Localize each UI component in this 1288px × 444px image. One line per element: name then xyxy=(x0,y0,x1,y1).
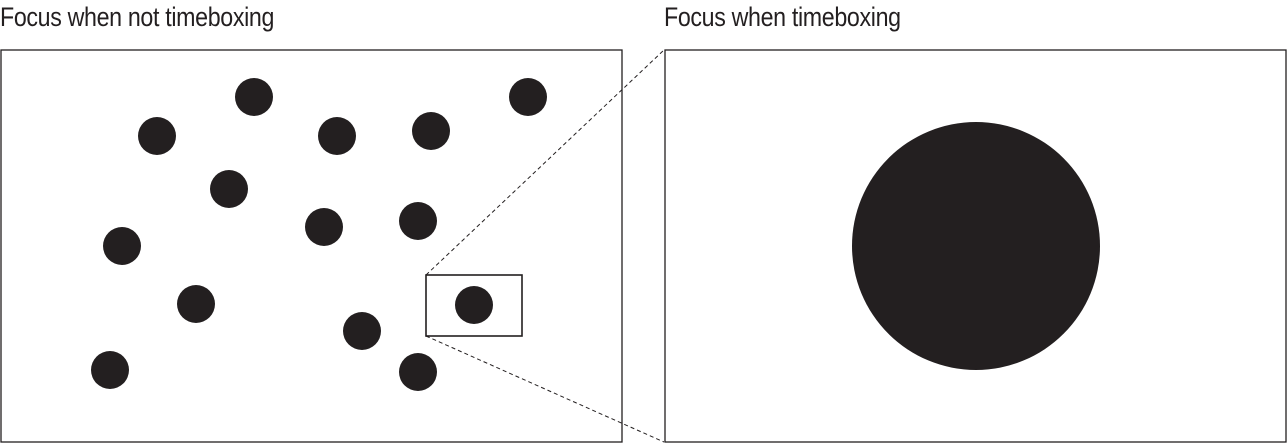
scattered-dot xyxy=(305,208,343,246)
scattered-dot xyxy=(412,112,450,150)
scattered-dot xyxy=(343,312,381,350)
scattered-dot xyxy=(103,227,141,265)
scattered-dots xyxy=(91,78,547,391)
scattered-dot xyxy=(399,353,437,391)
panel-title-timeboxing: Focus when timeboxing xyxy=(664,2,901,32)
scattered-dot xyxy=(210,170,248,208)
panel-title-not-timeboxing: Focus when not timeboxing xyxy=(0,2,275,32)
scattered-dot xyxy=(509,78,547,116)
focused-dot-large xyxy=(852,122,1100,370)
focus-selection-box xyxy=(425,274,523,337)
scattered-dot xyxy=(318,117,356,155)
focused-dot-small xyxy=(455,286,493,324)
scattered-dot xyxy=(177,285,215,323)
scattered-dot xyxy=(235,78,273,116)
scattered-dot xyxy=(91,351,129,389)
zoom-connector-top xyxy=(425,49,665,276)
scattered-dot xyxy=(399,202,437,240)
scattered-dot xyxy=(138,117,176,155)
right-panel-frame xyxy=(664,49,1287,443)
left-panel-frame xyxy=(0,49,623,443)
zoom-connector-bottom xyxy=(425,335,665,443)
